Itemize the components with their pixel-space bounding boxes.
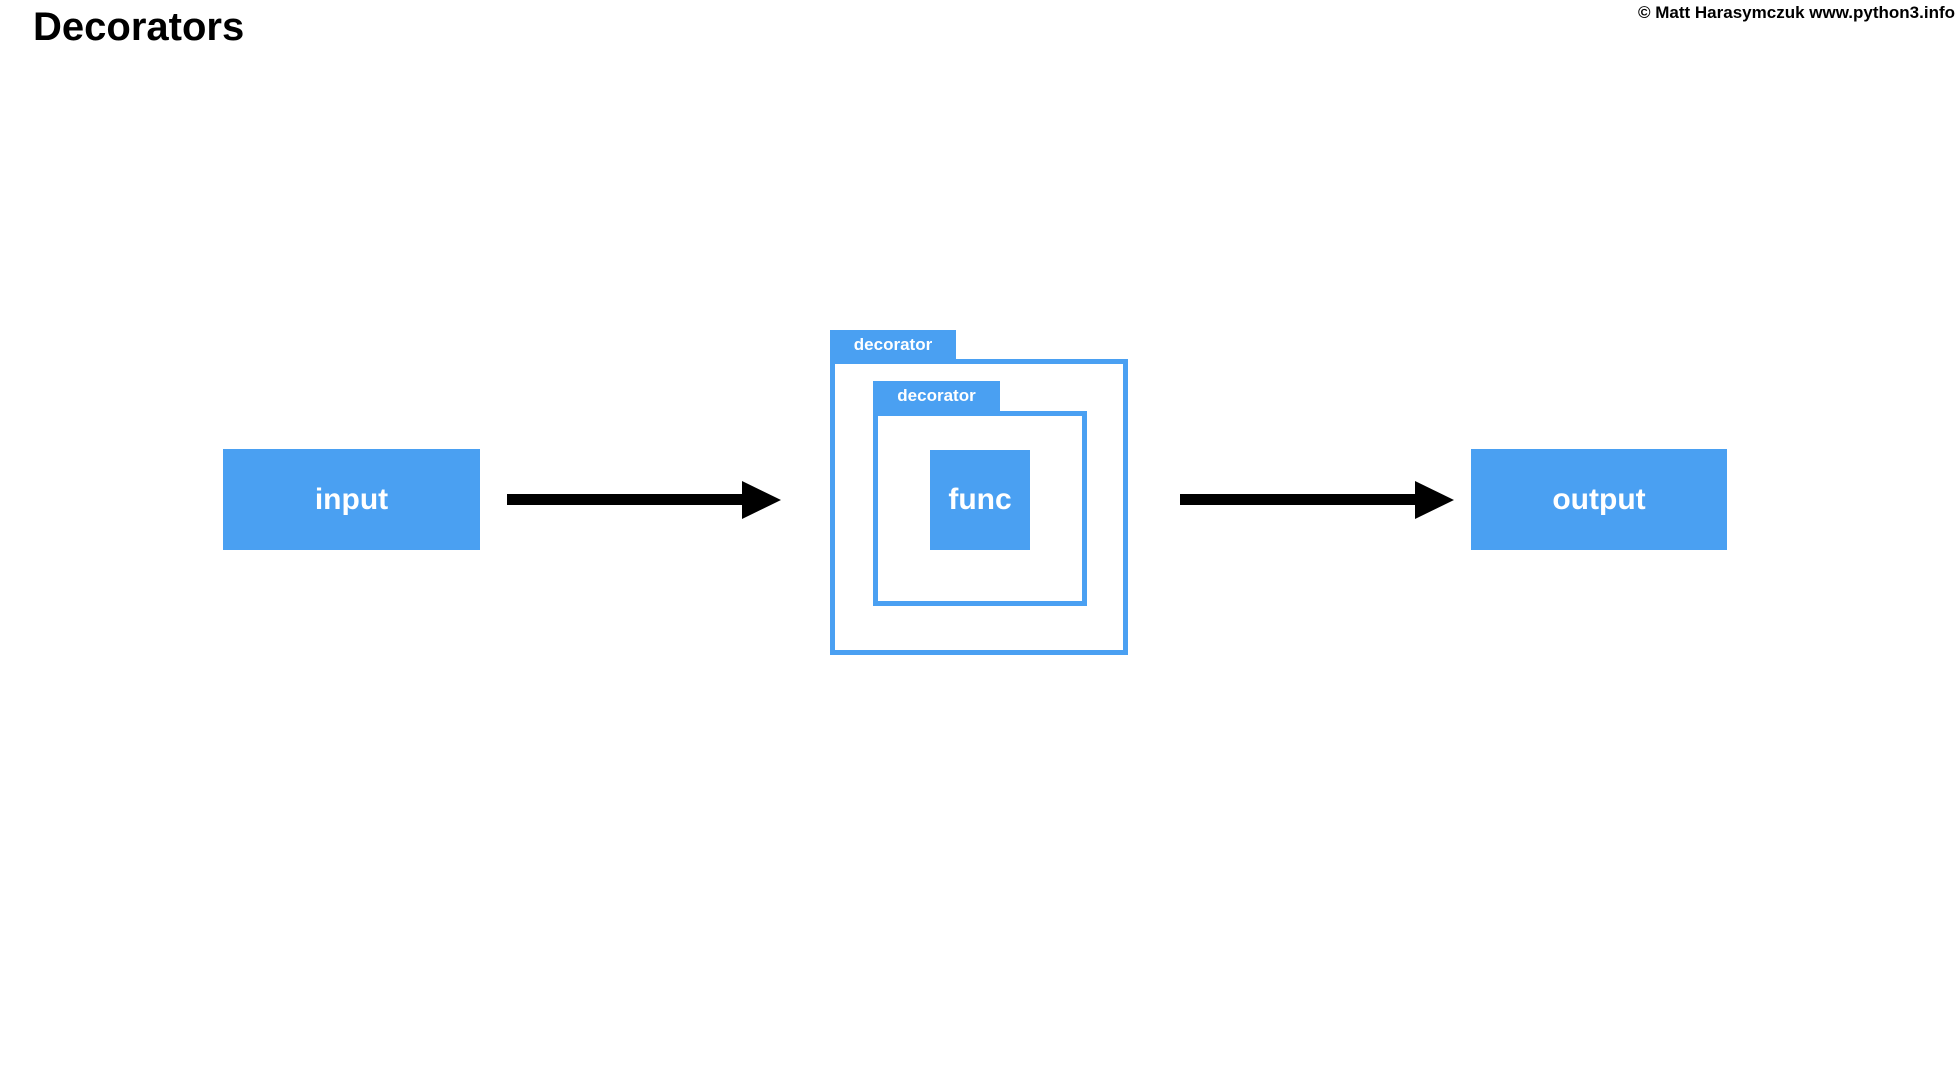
inner-decorator-tab: decorator — [873, 381, 1000, 411]
page-title: Decorators — [33, 5, 245, 49]
arrow-shaft — [1180, 494, 1416, 505]
outer-decorator-frame — [830, 359, 1128, 655]
outer-decorator-tab: decorator — [830, 330, 956, 360]
input-box: input — [223, 449, 480, 550]
func-box: func — [930, 450, 1030, 550]
inner-decorator-frame — [873, 411, 1087, 606]
outer-decorator-label: decorator — [853, 335, 933, 354]
output-label: output — [1552, 482, 1646, 516]
arrow-input-to-decorator — [507, 481, 781, 519]
func-label: func — [948, 483, 1012, 516]
inner-decorator-label: decorator — [897, 386, 976, 405]
copyright-text: © Matt Harasymczuk www.python3.info — [1638, 3, 1955, 22]
arrow-head-icon — [1415, 481, 1454, 519]
arrow-shaft — [507, 494, 743, 505]
arrow-head-icon — [742, 481, 781, 519]
input-label: input — [314, 482, 389, 516]
arrow-decorator-to-output — [1180, 481, 1454, 519]
output-box: output — [1471, 449, 1727, 550]
